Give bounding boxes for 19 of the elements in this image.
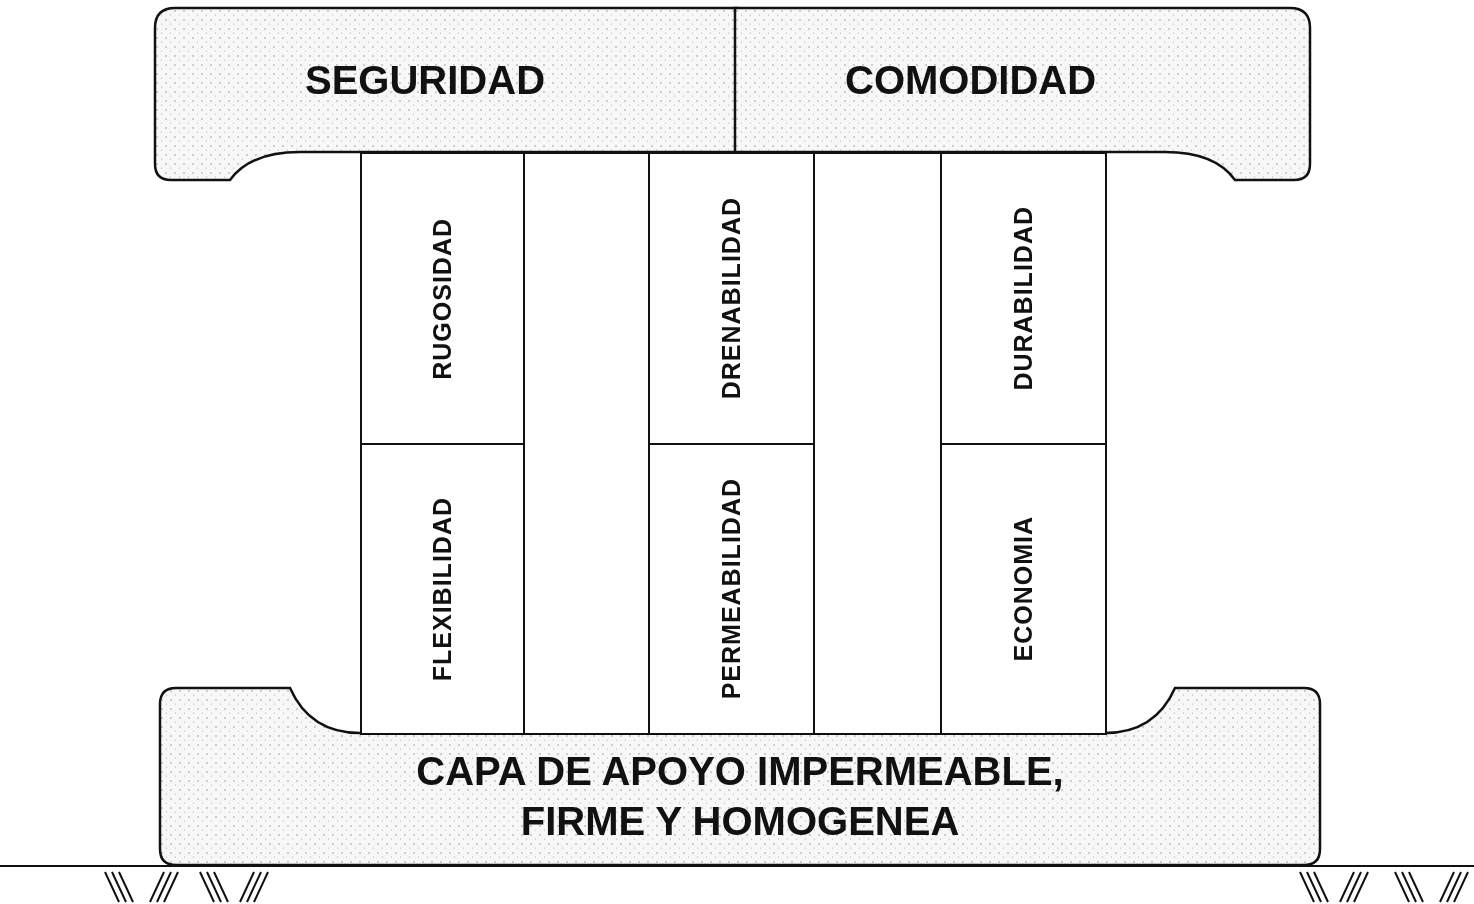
property-label: PERMEABILIDAD [717, 478, 746, 700]
slab-section [155, 8, 737, 180]
slab-label: CAPA DE APOYO IMPERMEABLE, FIRME Y HOMOGENEA [415, 748, 1065, 845]
property-label: ECONOMIA [1009, 516, 1038, 662]
column-box [815, 152, 940, 735]
property-cell [940, 152, 1107, 445]
property-cell [360, 443, 525, 735]
slab-label: COMODIDAD [845, 58, 1097, 103]
property-cell [648, 152, 815, 445]
slab-label: SEGURIDAD [305, 58, 546, 103]
column-box [525, 152, 648, 735]
property-cell [940, 443, 1107, 735]
property-label: FLEXIBILIDAD [428, 496, 457, 682]
property-cell [360, 152, 525, 445]
property-label: RUGOSIDAD [428, 217, 457, 380]
property-label: DRENABILIDAD [717, 197, 746, 400]
property-cell [648, 443, 815, 735]
property-label: DURABILIDAD [1009, 206, 1038, 391]
slab-section [735, 8, 1310, 180]
